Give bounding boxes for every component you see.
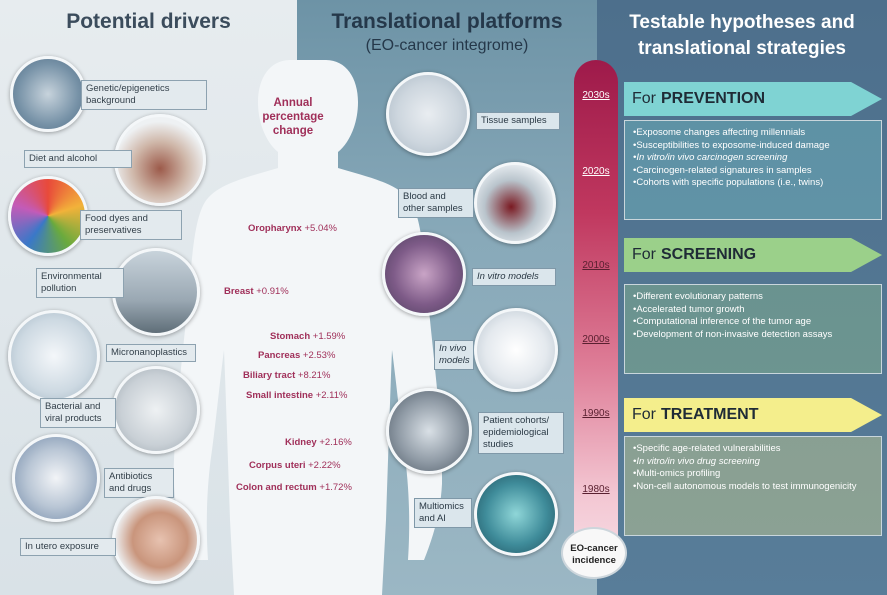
- eo-incidence-label: EO-cancer incidence: [561, 527, 627, 579]
- platform-label-in-vivo: In vivo models: [434, 340, 474, 370]
- site-corpus-uteri: Corpus uteri +2.22%: [249, 460, 341, 471]
- site-breast: Breast +0.91%: [224, 286, 289, 297]
- site-oropharynx: Oropharynx +5.04%: [248, 223, 337, 234]
- people-cohort-icon: [386, 388, 472, 474]
- pills-icon: [12, 434, 100, 522]
- fetus-icon: [112, 496, 200, 584]
- petri-dish-icon: [386, 72, 470, 156]
- dna-icon: [10, 56, 86, 132]
- platform-label-tissue: Tissue samples: [476, 112, 560, 130]
- site-colon-rectum: Colon and rectum +1.72%: [236, 482, 352, 493]
- treatment-item: Specific age-related vulnerabilities: [633, 443, 873, 456]
- platform-label-multiomics: Multiomics and AI: [414, 498, 472, 528]
- hypotheses-header: Testable hypotheses and translational st…: [629, 12, 855, 59]
- decade-2020s: 2020s: [582, 166, 610, 177]
- driver-label-bacterial: Bacterial and viral products: [40, 398, 116, 428]
- driver-label-in-utero: In utero exposure: [20, 538, 116, 556]
- platform-label-cohorts: Patient cohorts/ epidemiological studies: [478, 412, 564, 454]
- decade-2030s: 2030s: [582, 90, 610, 101]
- aapc-title: Annual percentage change: [262, 97, 324, 137]
- treatment-box: Specific age-related vulnerabilities In …: [624, 436, 882, 536]
- platform-label-blood: Blood and other samples: [398, 188, 474, 218]
- mouse-icon: [474, 308, 558, 392]
- prevention-item: Susceptibilities to exposome-induced dam…: [633, 140, 873, 153]
- prevention-item: In vitro/in vivo carcinogen screening: [633, 152, 873, 165]
- dna-ai-icon: [474, 472, 558, 556]
- drivers-header: Potential drivers: [66, 10, 231, 33]
- treatment-item: In vitro/in vivo drug screening: [633, 456, 873, 469]
- cells-icon: [382, 232, 466, 316]
- screening-item: Computational inference of the tumor age: [633, 316, 873, 329]
- treatment-item: Non-cell autonomous models to test immun…: [633, 481, 873, 494]
- decade-1990s: 1990s: [582, 408, 610, 419]
- site-kidney: Kidney +2.16%: [285, 437, 352, 448]
- driver-label-genetics: Genetic/epigenetics background: [81, 80, 207, 110]
- screening-box: Different evolutionary patterns Accelera…: [624, 284, 882, 374]
- prevention-item: Carcinogen-related signatures in samples: [633, 165, 873, 178]
- factory-pollution-icon: [112, 248, 200, 336]
- prevention-box: Exposome changes affecting millennials S…: [624, 120, 882, 220]
- food-dyes-icon: [8, 176, 88, 256]
- plastics-icon: [8, 310, 100, 402]
- site-stomach: Stomach +1.59%: [270, 331, 346, 342]
- prevention-item: Exposome changes affecting millennials: [633, 127, 873, 140]
- driver-label-diet: Diet and alcohol: [24, 150, 132, 168]
- screening-item: Accelerated tumor growth: [633, 304, 873, 317]
- incidence-timeline: [574, 60, 618, 570]
- decade-2010s: 2010s: [582, 260, 610, 271]
- site-biliary-tract: Biliary tract +8.21%: [243, 370, 331, 381]
- prevention-item: Cohorts with specific populations (i.e.,…: [633, 177, 873, 190]
- driver-label-antibiotics: Antibiotics and drugs: [104, 468, 174, 498]
- driver-label-pollution: Environmental pollution: [36, 268, 124, 298]
- platform-label-in-vitro: In vitro models: [472, 268, 556, 286]
- treatment-item: Multi-omics profiling: [633, 468, 873, 481]
- screening-item: Different evolutionary patterns: [633, 291, 873, 304]
- human-silhouette: [173, 60, 442, 595]
- site-small-intestine: Small intestine +2.11%: [246, 390, 348, 401]
- driver-label-micronanoplastics: Micronanoplastics: [106, 344, 196, 362]
- platforms-subheader: (EO-cancer integrome): [365, 37, 529, 54]
- screening-item: Development of non-invasive detection as…: [633, 329, 873, 342]
- blood-tube-icon: [474, 162, 556, 244]
- site-pancreas: Pancreas +2.53%: [258, 350, 336, 361]
- driver-label-food-dyes: Food dyes and preservatives: [80, 210, 182, 240]
- decade-1980s: 1980s: [582, 484, 610, 495]
- decade-2000s: 2000s: [582, 334, 610, 345]
- bacteria-virus-icon: [112, 366, 200, 454]
- platforms-header: Translational platforms: [331, 10, 563, 33]
